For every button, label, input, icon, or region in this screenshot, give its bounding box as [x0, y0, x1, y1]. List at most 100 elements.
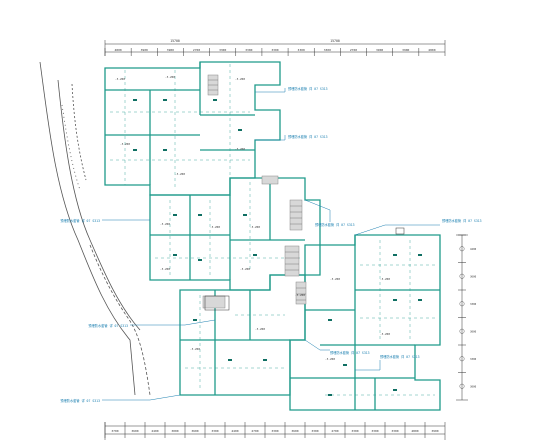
site-road-outline: [39, 61, 151, 396]
right-dimension-value: 3000: [470, 384, 477, 388]
pipe-sleeve-marker: [393, 254, 397, 256]
top-dimension-value: 2700: [350, 48, 357, 52]
bottom-dimension-value: 3600: [191, 429, 198, 433]
construction-note: 预埋防水套管 详 07 S313: [288, 86, 328, 91]
room-elevation-label: -3.200: [295, 293, 305, 297]
construction-notes: 预埋防水套管 详 07 S313 预埋防水套管 详 07 S313 预埋防水套管 详…: [60, 86, 481, 403]
bottom-dimension-value: 4800: [411, 429, 418, 433]
room-elevation-label: -3.200: [210, 225, 220, 229]
right-dimension-markers: 4200 3600 3300 3000 3300 3000: [458, 234, 477, 389]
pipe-sleeve-marker: [263, 359, 267, 361]
bottom-dimension-value: 3300: [371, 429, 378, 433]
pipe-sleeve-marker: [393, 299, 397, 301]
grid-lines: [110, 64, 435, 396]
room-elevation-label: -3.200: [235, 77, 245, 81]
pipe-sleeve-marker: [238, 129, 242, 131]
right-dimension-value: 3300: [470, 302, 477, 306]
pipe-sleeve-marker: [328, 394, 332, 396]
pipe-sleeve-marker: [163, 99, 167, 101]
pipe-sleeve-marker: [393, 389, 397, 391]
north-marker: [395, 227, 405, 235]
room-elevation-labels: -3.200 -3.200 -3.200 -3.200 -3.200 -3.200 -3.2…: [115, 75, 390, 361]
top-dimension-value: 3300: [245, 48, 252, 52]
pipe-sleeve-marker: [228, 359, 232, 361]
room-elevation-label: -3.200: [120, 142, 130, 146]
top-dimension-value: 3300: [324, 48, 331, 52]
construction-note: 预埋防水套管 详 07 S313: [288, 134, 328, 139]
bottom-dimension-value: 3600: [291, 429, 298, 433]
pipe-sleeve-marker: [328, 319, 332, 321]
room-elevation-label: -3.200: [235, 147, 245, 151]
top-dimension-value: 3900: [402, 48, 409, 52]
room-elevation-label: -3.200: [325, 357, 335, 361]
pipe-sleeve-marker: [193, 319, 197, 321]
grid-axis-bubble: [459, 356, 465, 362]
top-dimension-value: 3300: [271, 48, 278, 52]
room-elevation-label: -3.200: [190, 347, 200, 351]
top-dimension-labels: 4800 3900 3900 2700 3300 3300 3300 3300 3300 2700…: [104, 48, 436, 56]
bottom-dimension-value: 3000: [171, 429, 178, 433]
top-dimension-value: 4800: [114, 48, 121, 52]
pipe-sleeve-marker: [133, 149, 137, 151]
room-elevation-label: -3.200: [160, 222, 170, 226]
bottom-dimension-value: 2400: [151, 429, 158, 433]
top-dimension-value: 4800: [428, 48, 435, 52]
bottom-dimension-value: 3300: [351, 429, 358, 433]
top-dimension-value: 3900: [376, 48, 383, 52]
grid-axis-bubble: [459, 273, 465, 279]
top-dimension-value: 3900: [141, 48, 148, 52]
pipe-sleeve-markers: [133, 99, 422, 396]
room-elevation-label: -3.200: [380, 277, 390, 281]
pipe-sleeve-marker: [343, 364, 347, 366]
right-dimension-value: 3300: [470, 357, 477, 361]
construction-note: 预埋防水套管 详 07 S313: [88, 323, 128, 328]
room-elevation-label: -3.200: [115, 77, 125, 81]
bottom-dimension-value: 4400: [231, 429, 238, 433]
room-elevation-label: -3.200: [255, 327, 265, 331]
bottom-dimension-value: 3300: [391, 429, 398, 433]
pipe-sleeve-marker: [173, 214, 177, 216]
room-elevation-label: -3.200: [165, 75, 175, 79]
construction-note: 预埋防水套管 详 07 S313: [60, 218, 100, 223]
bottom-dimension-value: 3600: [131, 429, 138, 433]
right-dimension-value: 4200: [470, 247, 477, 251]
bottom-dimension-value: 3900: [431, 429, 438, 433]
top-total-label: 15700: [330, 39, 340, 43]
grid-axis-bubble: [459, 383, 465, 389]
pipe-sleeve-marker: [243, 214, 247, 216]
top-dimension-value: 3900: [167, 48, 174, 52]
grid-axis-bubble: [459, 301, 465, 307]
bottom-dimension-value: 3300: [311, 429, 318, 433]
bottom-dimension-value: 2700: [331, 429, 338, 433]
construction-note: 预埋防水套管 详 07 S313: [330, 350, 370, 355]
room-elevation-label: -3.200: [175, 172, 185, 176]
stair-treads: [208, 79, 306, 301]
bottom-dimension-value: 3300: [211, 429, 218, 433]
top-dimension-value: 3300: [298, 48, 305, 52]
room-elevation-label: -3.200: [160, 267, 170, 271]
right-dimension-value: 3000: [470, 329, 477, 333]
top-total-label: 15700: [170, 39, 180, 43]
pipe-sleeve-marker: [173, 254, 177, 256]
construction-note: 预埋防水套管 详 07 S313: [315, 222, 355, 227]
construction-note: 预埋防水套管 详 07 S313: [442, 218, 482, 223]
bottom-dimension-value: 3700: [111, 429, 118, 433]
pipe-sleeve-marker: [133, 99, 137, 101]
bottom-dimension-value: 3300: [271, 429, 278, 433]
pipe-sleeve-marker: [198, 259, 202, 261]
bottom-dimension-labels: 3700 3600 2400 3000 3600 3300 4400 2700 3300 3600…: [104, 422, 439, 438]
pipe-sleeve-marker: [418, 299, 422, 301]
right-dimension-value: 3600: [470, 274, 477, 278]
pipe-sleeve-marker: [418, 254, 422, 256]
pipe-sleeve-marker: [163, 149, 167, 151]
room-elevation-label: -3.200: [380, 332, 390, 336]
room-elevation-label: -3.200: [250, 225, 260, 229]
top-dimension-value: 2700: [193, 48, 200, 52]
pipe-sleeve-marker: [253, 254, 257, 256]
construction-note: 预埋防水套管 详 07 S313: [380, 354, 420, 359]
note-leaders: [102, 88, 440, 401]
top-dimension-value: 3300: [219, 48, 226, 52]
detail-box: [204, 295, 230, 311]
pipe-sleeve-marker: [198, 214, 202, 216]
